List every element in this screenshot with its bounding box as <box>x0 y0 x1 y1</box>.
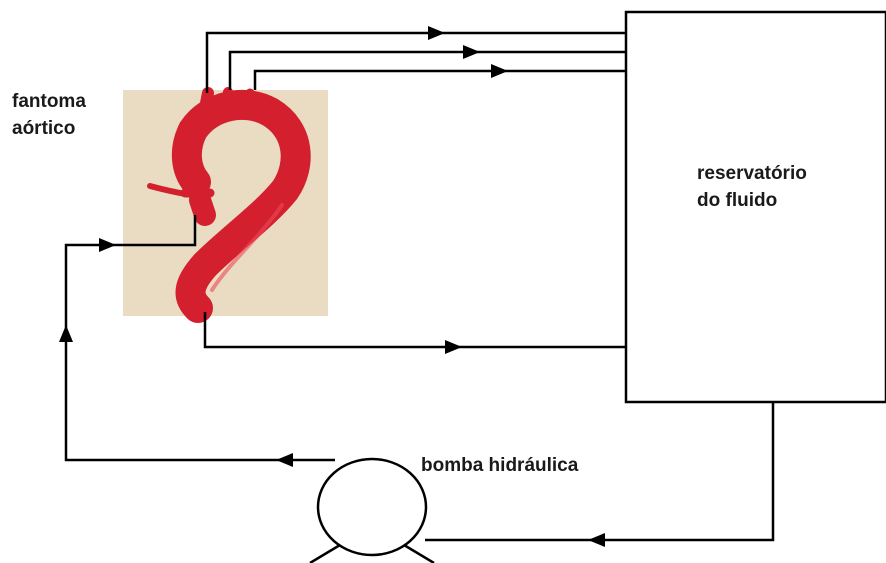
phantom-label: fantoma aórtico <box>12 88 86 142</box>
pump-circle <box>318 459 426 555</box>
pump-label: bomba hidráulica <box>421 452 578 479</box>
arrow-pump-out <box>276 453 293 467</box>
phantom-label-line1: fantoma <box>12 88 86 115</box>
arrow-outlet-descending <box>445 340 462 354</box>
reservoir-label-line2: do fluido <box>697 187 807 214</box>
aortic-phantom-photo <box>123 90 328 316</box>
arrow-up <box>59 325 73 342</box>
reservoir-label-line1: reservatório <box>697 160 807 187</box>
reservoir-label: reservatório do fluido <box>697 160 807 214</box>
arrow-return-to-pump <box>588 533 605 547</box>
pump-leg-left <box>310 545 340 563</box>
phantom-label-line2: aórtico <box>12 115 86 142</box>
pump-leg-right <box>404 545 434 563</box>
outlet-line-descending <box>205 312 626 347</box>
arrow-outlet-1 <box>428 26 445 40</box>
outlet-line-1 <box>207 33 626 93</box>
outlet-line-3 <box>255 71 626 90</box>
arrow-outlet-2 <box>463 45 480 59</box>
arrow-outlet-3 <box>491 64 508 78</box>
arrow-inlet <box>99 238 116 252</box>
